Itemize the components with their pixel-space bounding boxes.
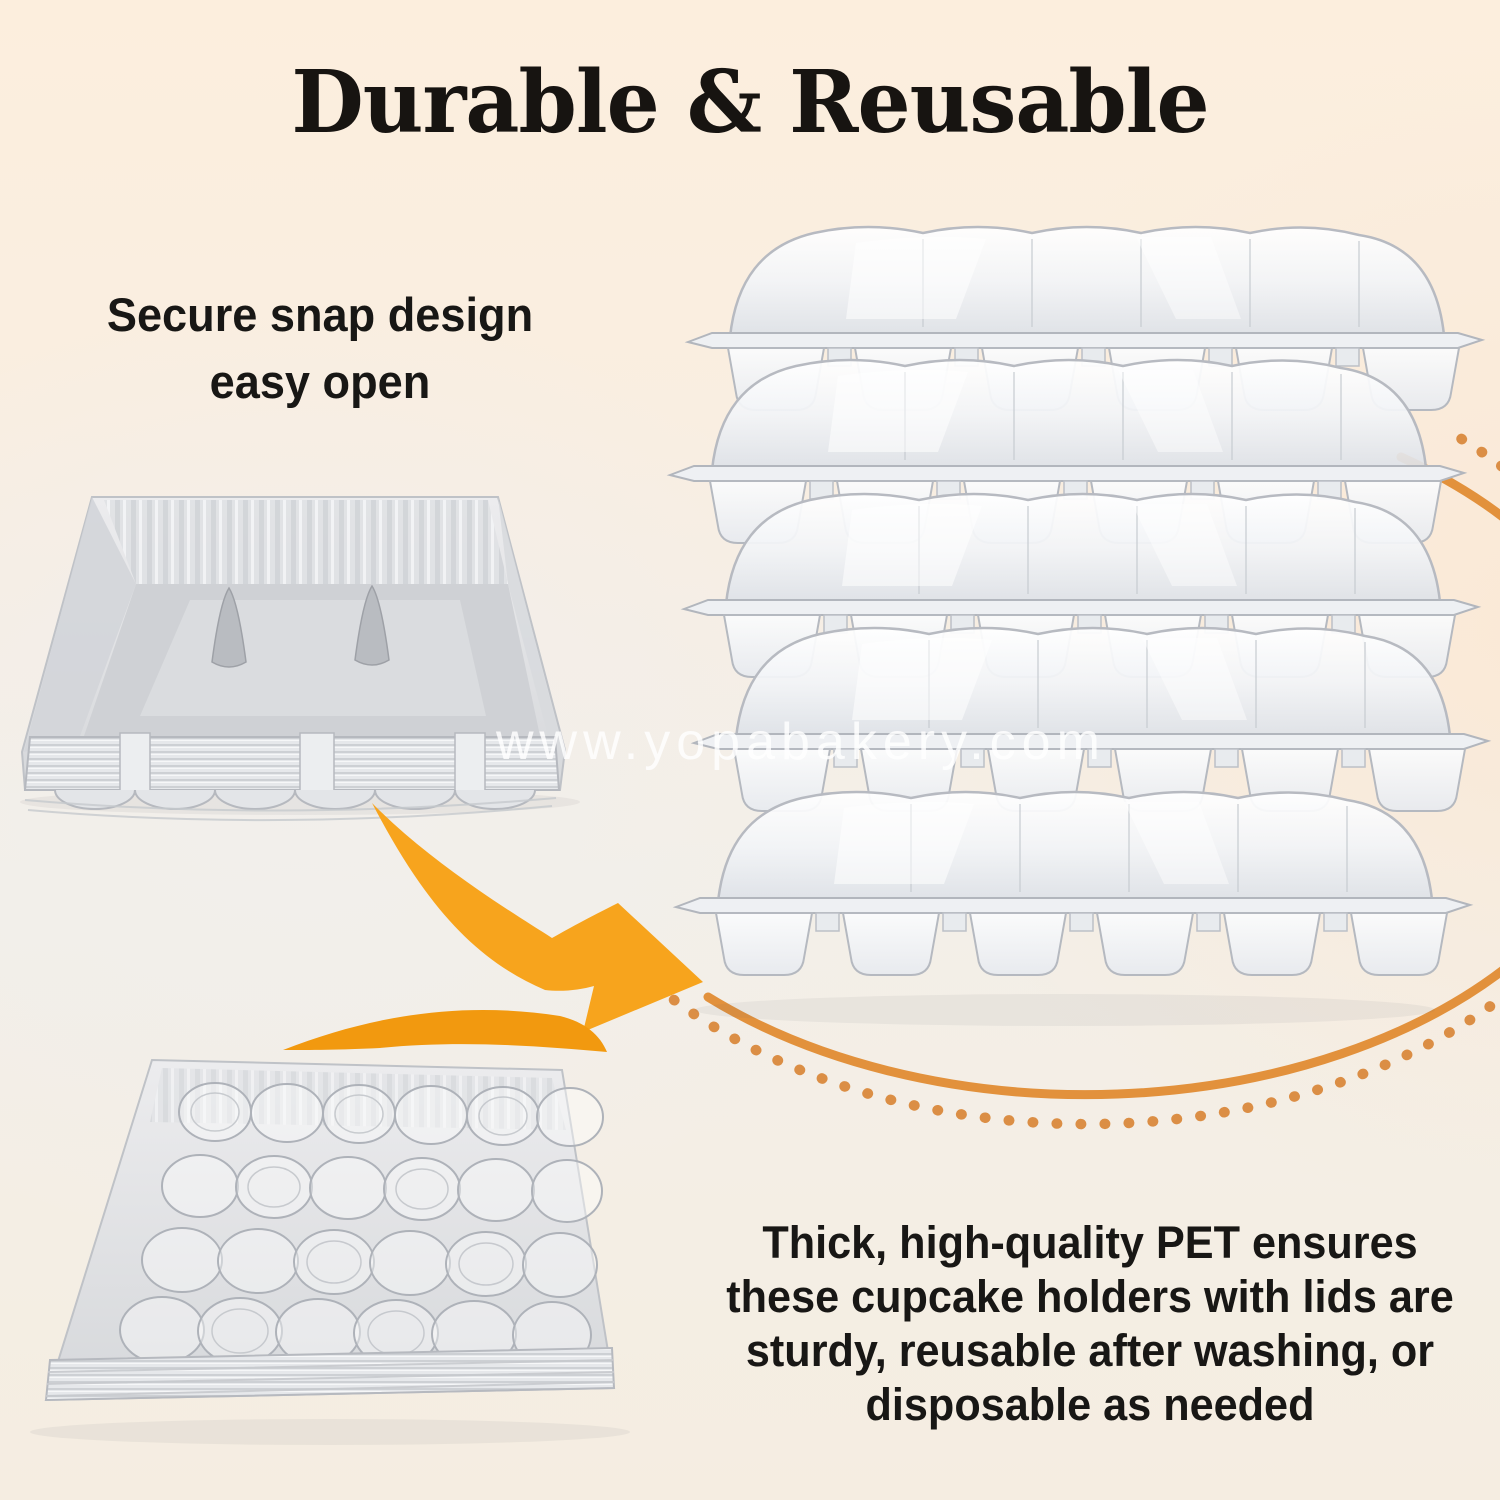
tray-stack-photo (44, 1058, 616, 1402)
cup-row (178, 1082, 604, 1147)
cup-row (161, 1154, 603, 1223)
left-callout: Secure snap design easy open (70, 282, 569, 415)
headline: Durable & Reusable (291, 52, 1209, 153)
solid-circle-arc (703, 452, 1500, 1100)
snap-cone (211, 586, 247, 668)
bottom-callout-line2: these cupcake holders with lids are (726, 1271, 1454, 1322)
snap-cone (354, 584, 390, 666)
left-bottom-shadow (30, 1419, 630, 1445)
bottom-callout-line4: disposable as needed (865, 1379, 1315, 1430)
watermark: www.yopabakery.com (496, 713, 1106, 771)
left-callout-line2: easy open (209, 354, 431, 408)
open-container-photo (20, 496, 567, 822)
left-callout-line1: Secure snap design (106, 288, 534, 341)
stack-shadow (695, 994, 1435, 1026)
bottom-callout-line1: Thick, high-quality PET ensures (762, 1217, 1418, 1268)
curved-arrow (283, 803, 703, 1052)
container-stack-photo (668, 225, 1490, 977)
bottom-callout: Thick, high-quality PET ensures these cu… (677, 1216, 1500, 1432)
bottom-callout-line3: sturdy, reusable after washing, or (745, 1325, 1435, 1376)
cup-row (141, 1227, 598, 1298)
